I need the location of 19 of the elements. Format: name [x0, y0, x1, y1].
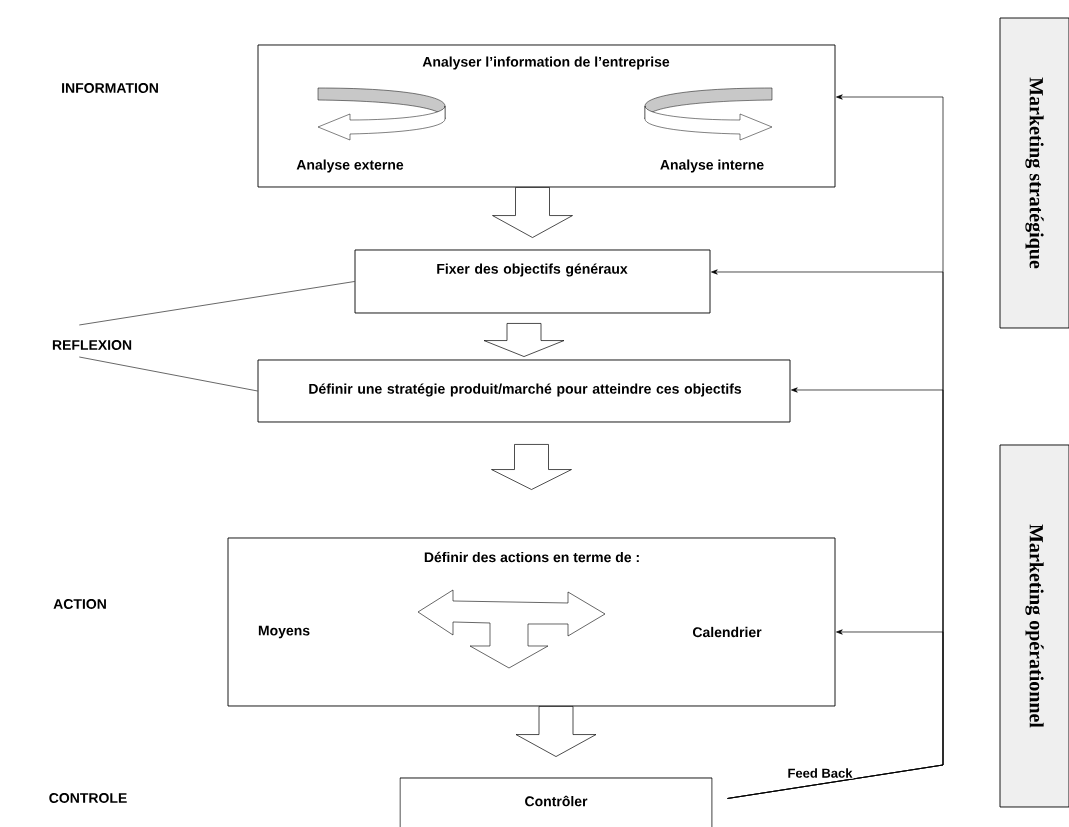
process-box: Analyser l’information de l’entreprise Analyse externe Analyse interne — [257, 44, 836, 188]
feedback-arrow — [727, 629, 944, 799]
side-label-box: Marketing stratégique — [999, 17, 1069, 329]
process-box: Contrôler — [399, 777, 713, 827]
process-box: Fixer des objectifs généraux — [354, 249, 711, 314]
connector-line — [78, 356, 258, 392]
side-label-box: Marketing opérationnel — [999, 444, 1069, 808]
connector-line — [78, 281, 355, 326]
block-arrow — [492, 187, 573, 238]
process-box: Définir une stratégie produit/marché pour atteindre ces objectifs — [257, 359, 791, 423]
block-arrow — [483, 323, 565, 357]
process-box: Définir des actions en terme de : Moyens Calendrier — [227, 537, 836, 707]
stage-label: INFORMATION — [62, 83, 158, 93]
stage-label: REFLEXION — [52, 340, 132, 350]
stage-label: ACTION — [53, 599, 106, 609]
edge-label: Feed Back — [786, 767, 854, 779]
block-arrow — [491, 444, 572, 490]
stage-label: CONTROLE — [49, 793, 127, 803]
block-arrow — [515, 706, 597, 757]
